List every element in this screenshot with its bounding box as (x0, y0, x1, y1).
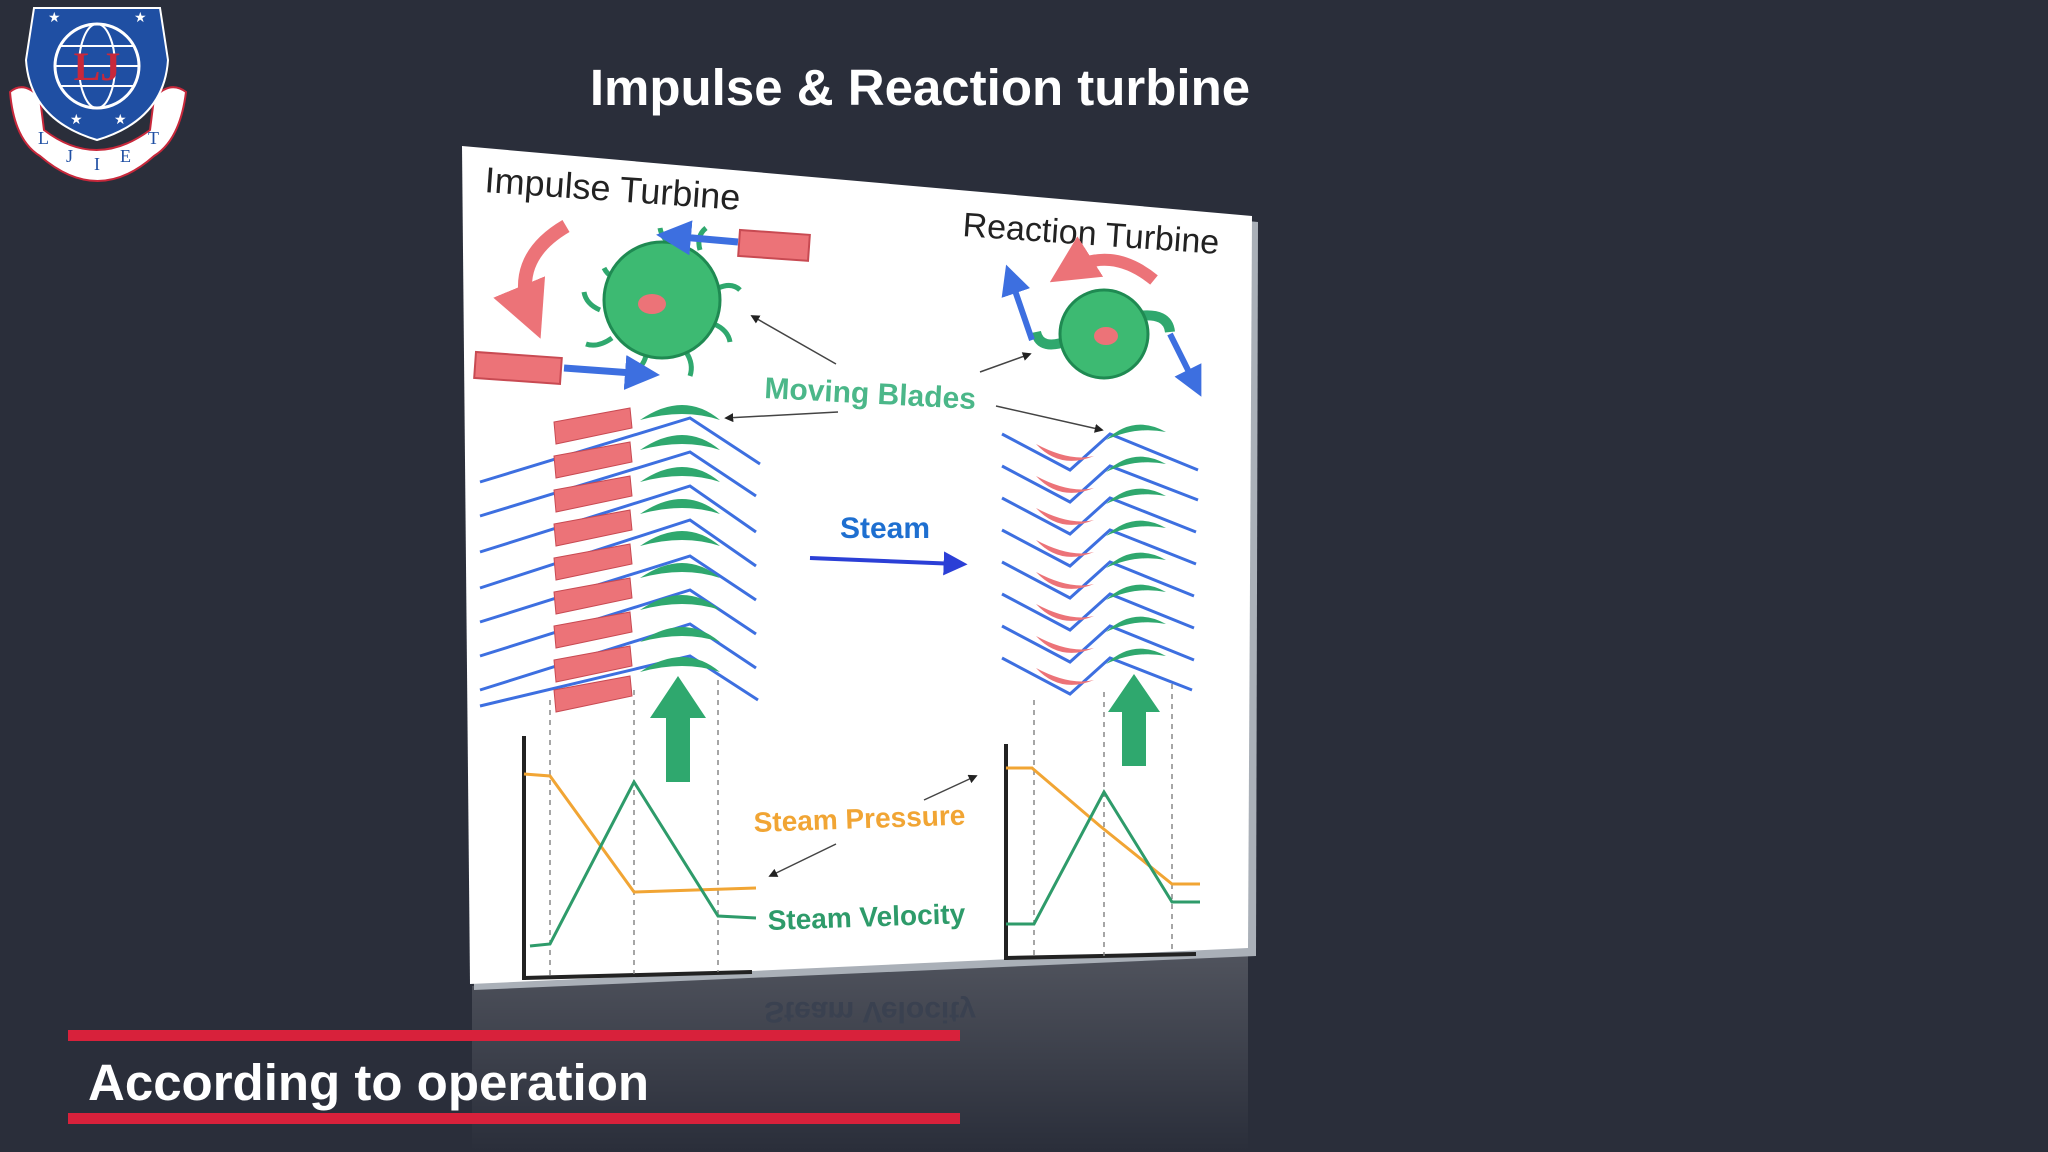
logo-star: ★ (114, 111, 127, 127)
steam-direction-arrow (809, 551, 968, 576)
slide-title: Impulse & Reaction turbine (589, 59, 1251, 116)
bottom-banner: According to operation (68, 1030, 960, 1124)
impulse-graph (522, 680, 757, 980)
impulse-jet-top (656, 220, 739, 256)
impulse-up-arrow (650, 676, 706, 782)
impulse-nozzle-bottom (473, 350, 563, 386)
logo-star: ★ (70, 111, 83, 127)
moving-blades-pointer (724, 411, 839, 423)
logo-letter: L (38, 128, 49, 148)
reaction-wheel (1031, 288, 1175, 380)
moving-blades-pointer (995, 405, 1104, 433)
logo-star: ★ (134, 9, 147, 25)
impulse-jet-bottom (563, 355, 660, 390)
reaction-jet-left (1001, 264, 1035, 341)
logo-letter: E (120, 146, 131, 166)
steam-pressure-label: Steam Pressure (753, 800, 966, 838)
reaction-jet-right (1167, 332, 1202, 397)
logo-letter: J (66, 146, 73, 166)
reaction-blade-row (1001, 424, 1199, 696)
institute-logo: LJ ★ ★ ★ ★ L J I E T (8, 7, 188, 182)
steam-velocity-label: Steam Velocity (767, 898, 966, 936)
logo-letter: I (94, 154, 100, 174)
moving-blades-pointer (979, 352, 1032, 373)
logo-letter: T (148, 128, 159, 148)
impulse-blade-row (479, 405, 761, 713)
reaction-up-arrow (1108, 674, 1160, 766)
impulse-rotation-arrow (493, 219, 570, 339)
logo-ribbon (8, 86, 188, 182)
impulse-nozzle-top (737, 228, 811, 262)
logo-star: ★ (48, 9, 61, 25)
reaction-graph (1004, 684, 1200, 960)
moving-blades-pointer (750, 315, 837, 365)
steam-label: Steam (840, 512, 930, 545)
slide-subtitle: According to operation (88, 1054, 649, 1111)
panel-reflection-text: Steam Velocity (764, 995, 976, 1028)
steam-pressure-pointer (923, 774, 978, 801)
reaction-rotation-arrow (1049, 236, 1158, 285)
steam-pressure-pointer (768, 843, 837, 877)
logo-monogram: LJ (74, 44, 121, 89)
panel-reflection (472, 952, 1248, 1152)
